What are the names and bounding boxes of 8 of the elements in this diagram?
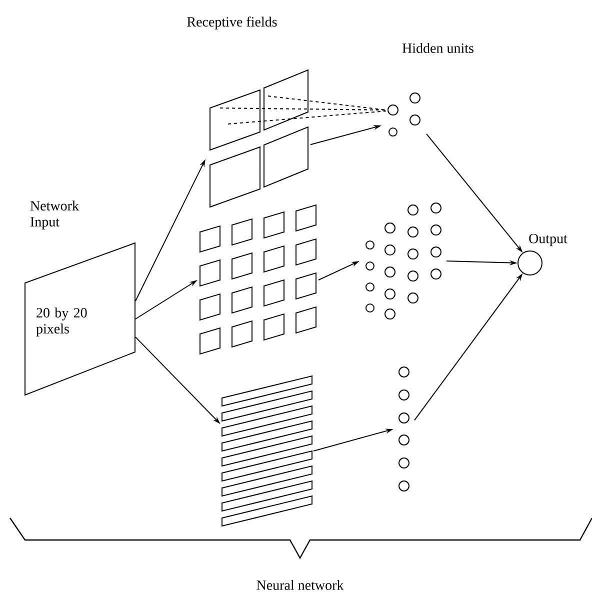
hidden-units-drawing — [388, 92, 420, 136]
caption-label: Neural network — [256, 580, 344, 590]
caption-label: Hidden units — [402, 43, 474, 53]
hidden-units-drawing — [398, 366, 410, 492]
output-label: Output — [529, 234, 568, 246]
caption-label: Receptive fields — [187, 16, 277, 30]
heading-label: Network Input — [30, 200, 79, 230]
hidden-units-drawing — [366, 202, 442, 320]
